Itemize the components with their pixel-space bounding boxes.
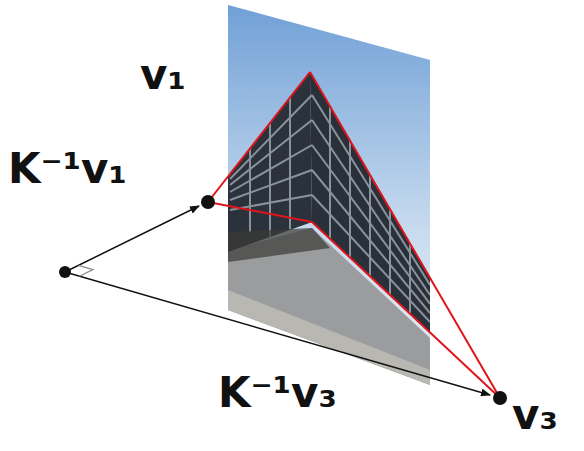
vanishing-lines — [208, 72, 500, 398]
right-angle-mark — [79, 265, 93, 276]
ray-arrows — [65, 206, 490, 395]
math-label: v₁ — [140, 54, 186, 96]
image-plane — [228, 0, 430, 390]
math-label: v₃ — [512, 394, 558, 436]
camera-center — [59, 266, 71, 278]
math-label: K⁻¹v₃ — [218, 372, 337, 414]
vanishing-point — [493, 391, 507, 405]
vanishing-point — [201, 195, 215, 209]
math-label: K⁻¹v₁ — [8, 148, 127, 190]
